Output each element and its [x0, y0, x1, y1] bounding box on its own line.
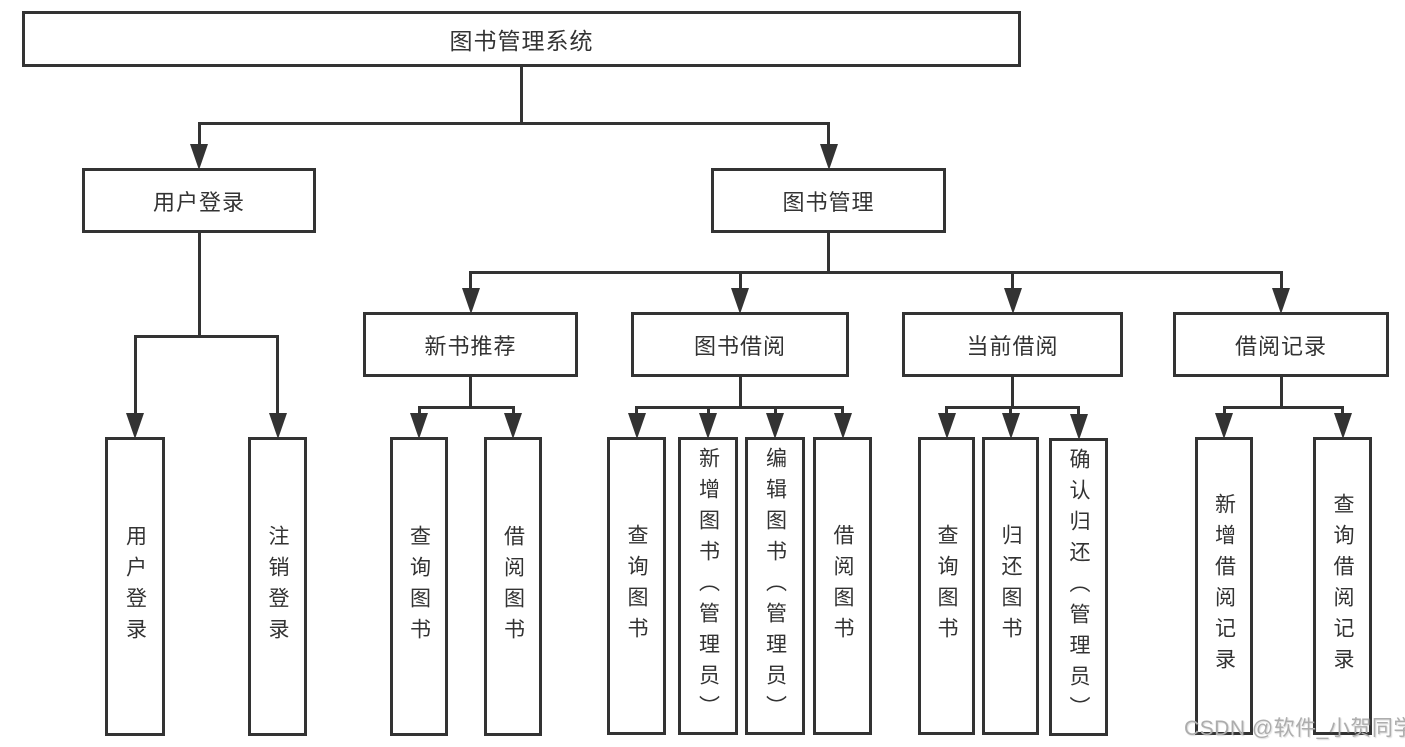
arrow-down-icon — [504, 413, 522, 439]
connector-line — [635, 405, 844, 409]
node-book-mgmt: 图书管理 — [711, 168, 946, 233]
connector-line — [1341, 406, 1344, 419]
connector-line — [1011, 271, 1014, 294]
connector-line — [773, 406, 777, 419]
connector-line — [945, 406, 948, 419]
arrow-down-icon — [731, 288, 749, 314]
arrow-down-icon — [699, 413, 717, 439]
connector-line — [276, 335, 279, 419]
connector-line — [1222, 405, 1344, 409]
connector-line — [417, 406, 421, 419]
arrow-down-icon — [1333, 413, 1352, 439]
connector-line — [827, 231, 830, 273]
node-bb-borrow-books: 借阅图书 — [813, 437, 872, 735]
connector-line — [1077, 406, 1080, 420]
connector-line — [197, 121, 830, 125]
connector-line — [511, 406, 515, 419]
node-user-login: 用户登录 — [82, 168, 316, 233]
connector-line — [1279, 375, 1283, 408]
arrow-down-icon — [937, 413, 956, 439]
arrow-down-icon — [819, 144, 838, 170]
node-br-query-record: 查询借阅记录 — [1313, 437, 1372, 735]
connector-line — [1279, 271, 1283, 294]
arrow-down-icon — [833, 413, 852, 439]
connector-line — [827, 122, 830, 150]
arrow-down-icon — [268, 413, 287, 439]
arrow-down-icon — [627, 413, 646, 439]
arrow-down-icon — [1069, 414, 1088, 440]
connector-line — [133, 335, 137, 419]
node-bb-add-books: 新增图书（管理员） — [678, 437, 738, 735]
node-new-book-rec: 新书推荐 — [363, 312, 578, 377]
arrow-down-icon — [1215, 413, 1233, 439]
connector-line — [520, 65, 523, 124]
node-nbr-query-books: 查询图书 — [390, 437, 448, 736]
connector-line — [738, 271, 742, 294]
node-cb-query-books: 查询图书 — [918, 437, 975, 735]
arrow-down-icon — [190, 144, 208, 170]
node-borrow-records: 借阅记录 — [1173, 312, 1389, 377]
arrow-down-icon — [1272, 288, 1290, 314]
arrow-down-icon — [461, 288, 480, 314]
node-nbr-borrow-books: 借阅图书 — [484, 437, 542, 736]
node-cb-confirm-return: 确认归还（管理员） — [1049, 438, 1108, 736]
node-user-login-action: 用户登录 — [105, 437, 165, 736]
connector-line — [1222, 406, 1226, 419]
connector-line — [1011, 375, 1014, 408]
node-br-add-record: 新增借阅记录 — [1195, 437, 1253, 735]
arrow-down-icon — [410, 413, 428, 439]
connector-line — [469, 270, 1283, 274]
connector-line — [1009, 406, 1012, 419]
connector-line — [133, 334, 279, 338]
node-bb-edit-books: 编辑图书（管理员） — [745, 437, 805, 735]
connector-line — [469, 271, 472, 294]
node-root: 图书管理系统 — [22, 11, 1021, 67]
node-logout-action: 注销登录 — [248, 437, 307, 736]
arrow-down-icon — [126, 413, 144, 439]
connector-line — [706, 406, 710, 419]
arrow-down-icon — [1001, 413, 1020, 439]
connector-line — [197, 122, 201, 150]
connector-line — [738, 375, 742, 408]
connector-line — [417, 405, 515, 409]
node-bb-query-books: 查询图书 — [607, 437, 666, 735]
connector-line — [635, 406, 638, 419]
node-book-borrow: 图书借阅 — [631, 312, 849, 377]
connector-line — [945, 405, 1080, 409]
connector-line — [841, 406, 844, 419]
watermark: CSDN @软件_小贺同学 — [1184, 717, 1405, 740]
node-current-borrow: 当前借阅 — [902, 312, 1123, 377]
connector-line — [197, 231, 201, 337]
arrow-down-icon — [766, 413, 784, 439]
arrow-down-icon — [1003, 288, 1022, 314]
node-cb-return-books: 归还图书 — [982, 437, 1039, 735]
connector-line — [469, 375, 472, 408]
